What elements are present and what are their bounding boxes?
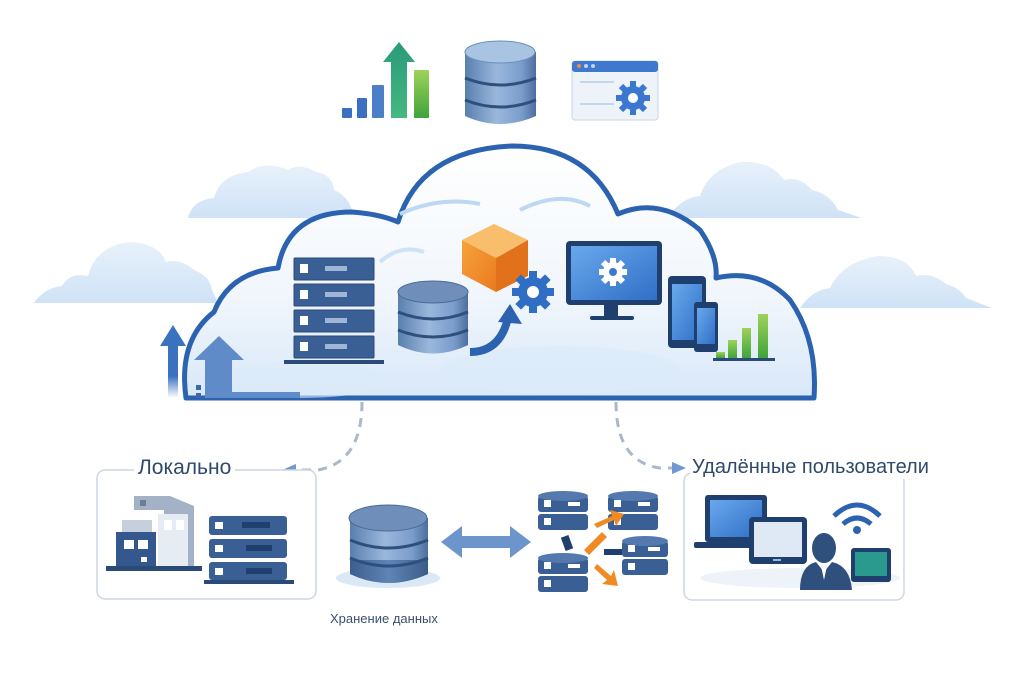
bar-chart-icon [713, 314, 775, 361]
user-icon [800, 533, 852, 590]
building-icon [106, 496, 202, 571]
monitor-settings-icon [566, 241, 662, 320]
gear-icon [512, 271, 554, 313]
curved-arrow-icon [469, 304, 522, 356]
database-icon-top [464, 40, 537, 124]
orange-arrows-icon [584, 510, 624, 586]
server-stack-icon [204, 516, 294, 584]
mobile-devices-icon [668, 276, 718, 352]
wifi-icon [832, 502, 882, 534]
background-cloud-right-top [668, 161, 862, 218]
remote-users-section-label: Удалённые пользователи [690, 456, 931, 479]
background-cloud-left-top [188, 165, 364, 218]
database-icon-storage [336, 504, 440, 588]
connector-to-local [282, 401, 364, 476]
upload-arrow-icon-left [160, 325, 186, 398]
data-storage-label: Хранение данных [330, 611, 438, 626]
settings-window-icon [571, 60, 659, 121]
growth-chart-icon [342, 42, 429, 118]
background-cloud-right-bottom [800, 256, 992, 308]
connector-to-remote [614, 401, 686, 474]
small-monitor-icon [851, 548, 891, 582]
local-section-label: Локально [134, 456, 236, 480]
distributed-servers-icon [538, 491, 668, 592]
upload-arrow-icon-right [194, 336, 300, 398]
background-cloud-left-bottom [34, 242, 218, 303]
server-rack-icon [284, 257, 384, 364]
bidirectional-arrow-icon [441, 526, 531, 558]
database-icon-cloud [397, 280, 469, 354]
tablet-icon [749, 517, 807, 564]
